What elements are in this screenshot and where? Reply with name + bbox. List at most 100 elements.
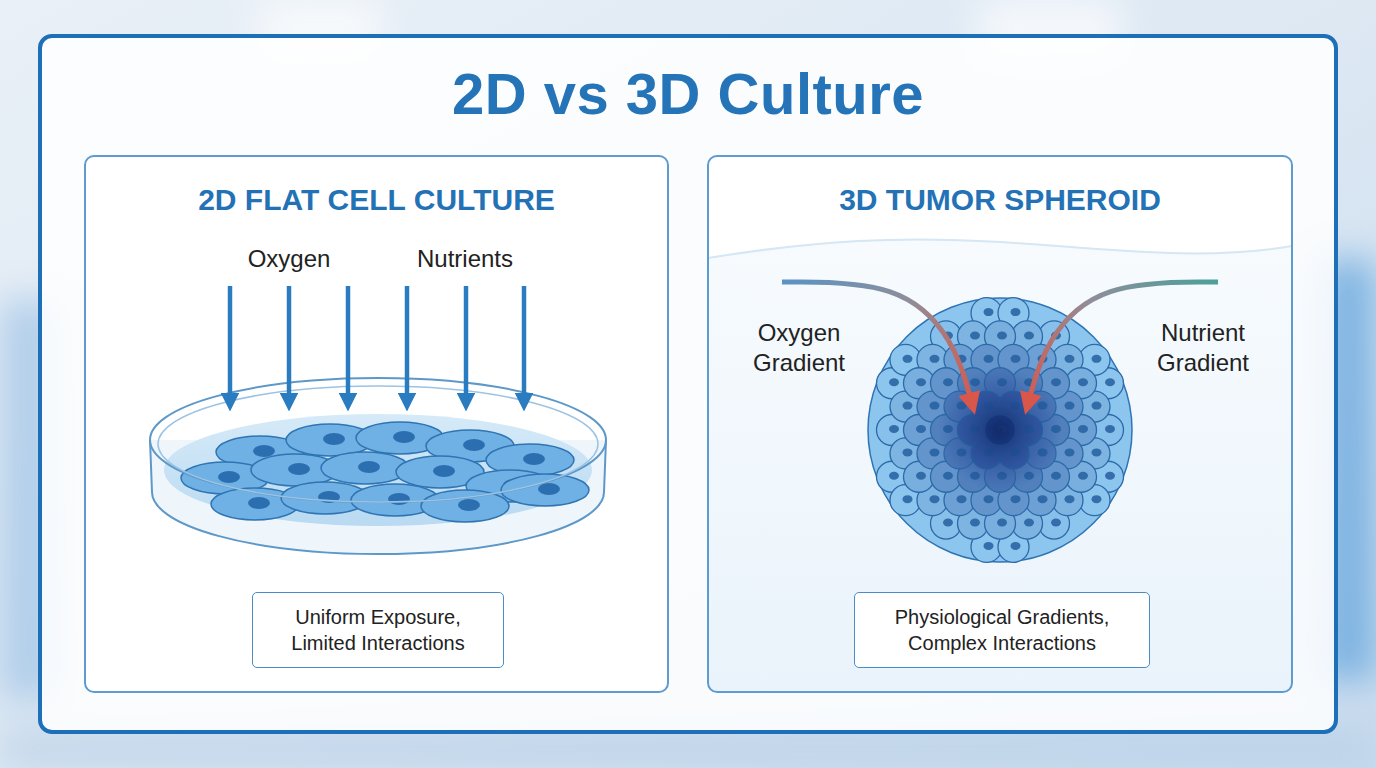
lab-floor <box>0 730 1376 768</box>
panel-ground <box>707 155 1293 693</box>
panel-ground <box>84 155 669 693</box>
cell-nucleus <box>1011 308 1021 316</box>
cell-nucleus <box>916 425 926 433</box>
label-block: Nutrient Gradient <box>1128 318 1278 378</box>
cell-nucleus <box>433 465 455 477</box>
supply-arrow <box>522 286 527 402</box>
cell-nucleus <box>930 402 940 410</box>
title: 2D vs 3D Culture <box>0 62 1376 126</box>
flow-label: Oxygen Gradient <box>724 318 874 378</box>
petri-dish <box>150 378 606 554</box>
summary-box: Physiological Gradients, Complex Interac… <box>854 592 1150 668</box>
cell-nucleus <box>943 472 953 480</box>
cell-nucleus <box>1065 355 1075 363</box>
label-block: Oxygen Gradient <box>724 318 874 378</box>
cell-nucleus <box>997 519 1007 527</box>
panel-heading: 3D TUMOR SPHEROID <box>709 183 1291 218</box>
supply-arrow <box>405 286 410 402</box>
label-block: Oxygen <box>204 244 374 274</box>
cell-nucleus <box>463 439 485 451</box>
cell-nucleus <box>903 402 913 410</box>
tumor-spheroid <box>868 298 1132 563</box>
cell-nucleus <box>1038 495 1048 503</box>
cell-nucleus <box>1105 425 1115 433</box>
cell-nucleus <box>323 433 345 445</box>
cell-nucleus <box>970 331 980 339</box>
dish-medium <box>164 414 592 526</box>
cell-nucleus <box>916 378 926 386</box>
cell-nucleus <box>358 461 380 473</box>
cell-nucleus <box>288 463 310 475</box>
gradient-arrows <box>782 282 1218 404</box>
cell-nucleus <box>943 378 953 386</box>
cell-nucleus <box>218 471 240 483</box>
cell-nucleus <box>930 495 940 503</box>
cell-nucleus <box>1078 472 1088 480</box>
supply-arrow <box>228 286 233 402</box>
hypoxic-core <box>938 368 1062 492</box>
cell-nucleus <box>1065 448 1075 456</box>
cell-nucleus <box>1051 378 1061 386</box>
flat-cell <box>421 490 509 522</box>
cell-nucleus <box>903 355 913 363</box>
cell-nucleus <box>393 431 415 443</box>
cell-nucleus <box>916 472 926 480</box>
cell-nucleus <box>984 308 994 316</box>
cell-nucleus <box>889 472 899 480</box>
cell-nucleus <box>889 425 899 433</box>
supply-arrow <box>464 286 469 402</box>
cell-nucleus <box>903 448 913 456</box>
cell-nucleus <box>523 453 545 465</box>
outer-frame <box>40 36 1336 732</box>
panel: 3D TUMOR SPHEROID Physiological Gradients… <box>707 155 1293 693</box>
cell-nucleus <box>458 499 480 511</box>
flow-label: Nutrient Gradient <box>1128 318 1278 378</box>
cell-nucleus <box>1092 495 1102 503</box>
cell-nucleus <box>1105 472 1115 480</box>
cell-nucleus <box>1092 355 1102 363</box>
cell-nucleus <box>984 495 994 503</box>
cell-nucleus <box>388 493 410 505</box>
cell-nucleus <box>1024 331 1034 339</box>
flow-label: Oxygen <box>204 244 374 274</box>
cell-body <box>421 490 509 522</box>
cell-nucleus <box>253 445 275 457</box>
cell-nucleus <box>997 331 1007 339</box>
supply-arrows <box>230 286 524 402</box>
summary-text: Uniform Exposure, Limited Interactions <box>267 604 489 656</box>
flow-label: Nutrients <box>380 244 550 274</box>
cell-nucleus <box>957 495 967 503</box>
flat-cells <box>181 422 589 522</box>
title-block: 2D vs 3D Culture <box>0 62 1376 126</box>
cell-nucleus <box>1051 519 1061 527</box>
cell-nucleus <box>970 519 980 527</box>
cell-nucleus <box>1051 472 1061 480</box>
cell-nucleus <box>903 495 913 503</box>
cell-nucleus <box>930 355 940 363</box>
cell-nucleus <box>1078 425 1088 433</box>
dish-rim <box>150 378 606 502</box>
cell-nucleus <box>1065 402 1075 410</box>
cell-nucleus <box>1065 495 1075 503</box>
cell-nucleus <box>1011 495 1021 503</box>
cell-nucleus <box>538 483 560 495</box>
flat-cell <box>321 452 409 484</box>
cell-nucleus <box>1011 542 1021 550</box>
cell-nucleus <box>1011 355 1021 363</box>
label-block: Nutrients <box>380 244 550 274</box>
panel-heading: 2D FLAT CELL CULTURE <box>86 183 667 218</box>
cell-nucleus <box>930 448 940 456</box>
summary-text: Physiological Gradients, Complex Interac… <box>869 604 1135 656</box>
summary-box: Uniform Exposure, Limited Interactions <box>252 592 504 668</box>
cell-nucleus <box>1105 378 1115 386</box>
wave-fill <box>708 239 1292 692</box>
wave-line <box>708 239 1292 258</box>
panel-wave <box>708 239 1292 692</box>
cell-nucleus <box>1024 519 1034 527</box>
cell-nucleus <box>984 542 994 550</box>
cell-nucleus <box>1092 448 1102 456</box>
supply-arrow <box>346 286 351 402</box>
